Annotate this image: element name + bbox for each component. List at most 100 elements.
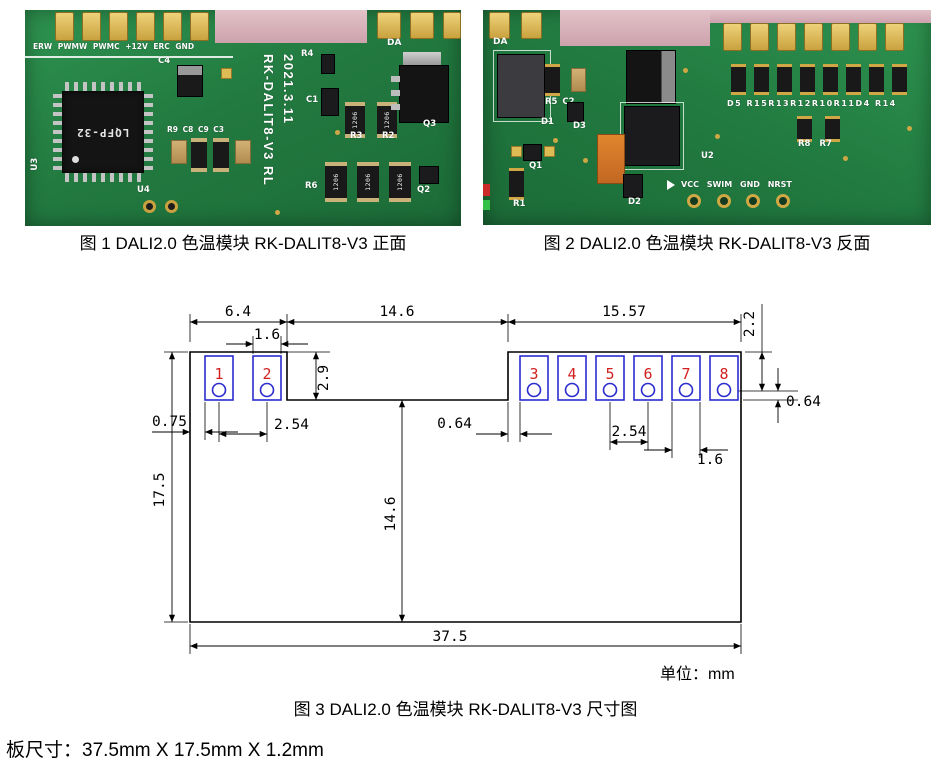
- chip-pins: [65, 173, 141, 182]
- dim-top-mid: 14.6: [380, 304, 415, 320]
- ref-c1: C1: [306, 95, 319, 105]
- resistor: [797, 116, 812, 142]
- pin-hole: [259, 382, 275, 398]
- ref-r3: R3: [350, 131, 363, 141]
- solder-pad: [544, 146, 555, 157]
- dim-lower-height: 14.6: [383, 497, 399, 532]
- capacitor: [571, 68, 586, 92]
- board-model-text: RK-DALIT8-V3 RL: [261, 54, 276, 187]
- via: [715, 134, 720, 139]
- resistor: [754, 64, 769, 95]
- resistor: 1206: [389, 162, 411, 202]
- dimension-lines: [152, 318, 782, 650]
- resistor: [800, 64, 815, 95]
- ref-r1: R1: [513, 199, 526, 209]
- pin-8: 8: [709, 355, 739, 401]
- dimension-drawing: 1 2 3 4 5: [150, 290, 931, 690]
- transistor-leg: [391, 90, 400, 96]
- ref-q3: Q3: [423, 119, 437, 129]
- resistor-marking: 1206: [383, 111, 391, 129]
- ref-r2: R2: [382, 131, 395, 141]
- edge-pad: [136, 12, 155, 41]
- edge-pad: [55, 12, 74, 41]
- dim-hole-left: 0.64: [437, 416, 472, 432]
- chip-pins: [53, 94, 62, 170]
- pin-number: 2: [262, 365, 271, 383]
- ref-q2: Q2: [417, 185, 431, 195]
- pin-hole: [564, 382, 580, 398]
- ref-r8r7: R8 R7: [798, 139, 832, 149]
- front-da-label: DA: [387, 38, 402, 48]
- edge-pad: [521, 12, 542, 39]
- via: [275, 210, 280, 215]
- tantalum-capacitor: [597, 134, 625, 184]
- figure2-caption: 图 2 DALI2.0 色温模块 RK-DALIT8-V3 反面: [543, 234, 871, 253]
- arrow-icon: [667, 180, 675, 190]
- pin-2: 2: [252, 355, 282, 401]
- dim-overall-width: 37.5: [433, 629, 468, 645]
- via: [335, 130, 340, 135]
- diode: [567, 102, 584, 122]
- edge-pad: [163, 12, 182, 41]
- dim-pad-width-left: 1.6: [254, 327, 280, 343]
- pin-number: 5: [605, 365, 614, 383]
- mounting-hole: [143, 200, 156, 213]
- pin-7: 7: [671, 355, 701, 401]
- resistor-marking: 1206: [396, 173, 404, 191]
- pin-number: 1: [214, 365, 223, 383]
- pin-hole: [602, 382, 618, 398]
- resistor-marking: 1206: [332, 173, 340, 191]
- via: [683, 68, 688, 73]
- board-date-text: 2021.3.11: [281, 54, 296, 125]
- through-hole-pad: [776, 194, 790, 208]
- ref-r4: R4: [301, 49, 314, 59]
- pin1-dot: [72, 156, 79, 163]
- capacitor: [321, 88, 339, 116]
- edge-pad: [190, 12, 209, 41]
- board-edge-background: [710, 10, 931, 23]
- pin-6: 6: [633, 355, 663, 401]
- edge-pad: [377, 12, 401, 39]
- resistor: 1206: [357, 162, 379, 202]
- chip-pins: [144, 94, 153, 170]
- ref-r5c2: R5 C2: [545, 97, 575, 107]
- through-hole-pad: [687, 194, 701, 208]
- pin-hole: [211, 382, 227, 398]
- pin-number: 8: [719, 365, 728, 383]
- ref-r6: R6: [305, 181, 318, 191]
- diode-package: [497, 54, 545, 118]
- programming-pad-labels: VCC SWIM GND NRST: [681, 180, 792, 189]
- ref-q1: Q1: [529, 161, 543, 171]
- ic-package: [626, 50, 676, 104]
- solder-pad: [511, 146, 522, 157]
- module-outline: [189, 351, 742, 623]
- dim-pitch-left: 2.54: [274, 417, 309, 433]
- ref-u2: U2: [701, 151, 714, 161]
- pin-hole: [526, 382, 542, 398]
- resistor: [731, 64, 746, 95]
- edge-pad: [410, 12, 434, 39]
- pin-1: 1: [204, 355, 234, 401]
- mcu-body: LQFP-32: [62, 91, 144, 173]
- ref-u3: U3: [30, 157, 41, 171]
- through-hole-pad: [717, 194, 731, 208]
- power-transistor: [391, 52, 449, 126]
- capacitor: [171, 140, 187, 164]
- unit-label: 单位：mm: [660, 666, 735, 683]
- dim-notch-depth: 2.9: [316, 365, 332, 391]
- front-pad-labels: ERW PWMW PWMC +12V ERC GND: [33, 42, 195, 51]
- back-da-label: DA: [493, 37, 508, 47]
- dim-overall-height: 17.5: [152, 473, 168, 508]
- resistor: [191, 138, 207, 172]
- through-hole-pad: [746, 194, 760, 208]
- diode: [869, 64, 884, 95]
- resistor: [825, 116, 840, 142]
- via: [553, 138, 558, 143]
- chip-pins: [65, 82, 141, 91]
- edge-pad: [885, 23, 904, 51]
- pin-hole: [716, 382, 732, 398]
- dim-pitch-right: 2.54: [612, 424, 647, 440]
- edge-pad: [777, 23, 796, 51]
- resistor: 1206: [345, 102, 365, 138]
